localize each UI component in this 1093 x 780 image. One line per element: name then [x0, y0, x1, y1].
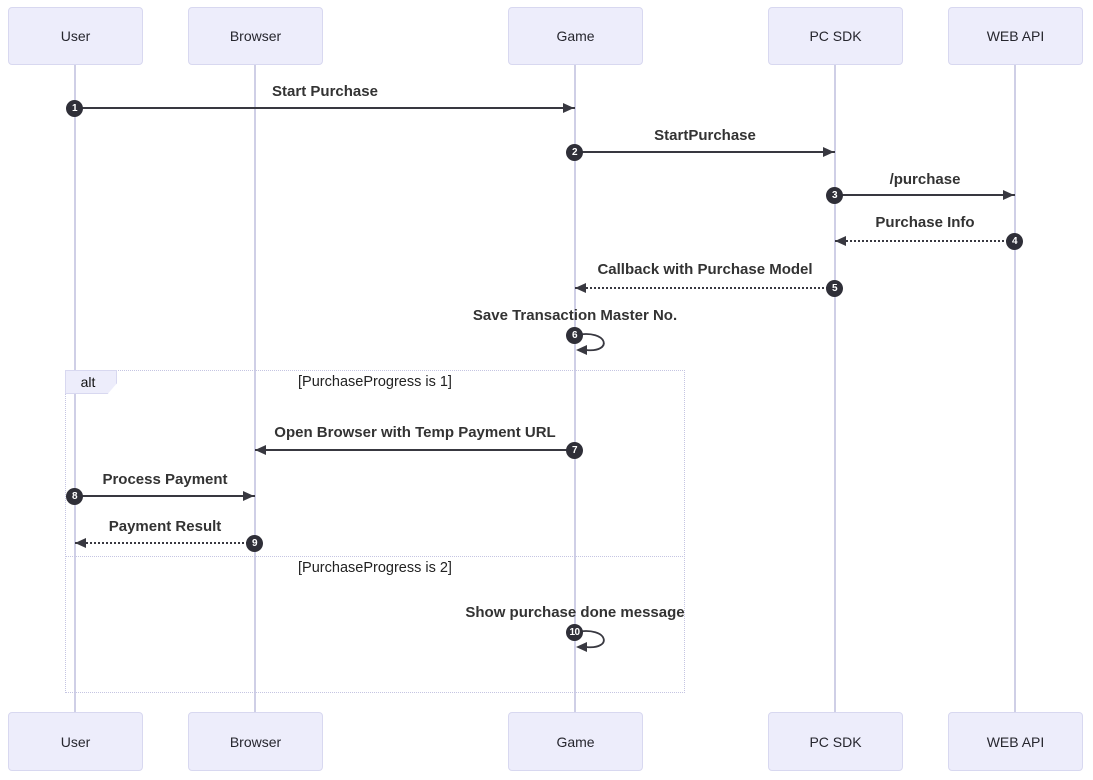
- message-3-line: [835, 194, 1015, 196]
- message-9-line: [75, 542, 255, 544]
- message-7-line: [255, 449, 575, 451]
- message-3-arrowhead: [1003, 190, 1014, 200]
- participant-web-api-top: WEB API: [948, 7, 1083, 65]
- participant-browser-bottom: Browser: [188, 712, 323, 771]
- message-5-line: [575, 287, 835, 289]
- participant-pc-sdk-top: PC SDK: [768, 7, 903, 65]
- participant-label: WEB API: [986, 28, 1045, 44]
- message-9-seq-badge: 9: [246, 535, 263, 552]
- message-5-seq-badge: 5: [826, 280, 843, 297]
- message-8-line: [75, 495, 255, 497]
- alt-condition-2: [PurchaseProgress is 2]: [298, 560, 452, 576]
- message-6-self-loop-arrow: [575, 333, 605, 355]
- lifeline-web-api: [1014, 65, 1016, 712]
- participant-label: User: [60, 28, 91, 44]
- lifeline-browser: [254, 65, 256, 712]
- alt-frame: [65, 370, 685, 693]
- message-7-arrowhead: [255, 445, 266, 455]
- message-7-label: Open Browser with Temp Payment URL: [274, 424, 556, 441]
- message-2-arrowhead: [823, 147, 834, 157]
- participant-game-top: Game: [508, 7, 643, 65]
- participant-game-bottom: Game: [508, 712, 643, 771]
- message-4-line: [835, 240, 1015, 242]
- alt-condition-1: [PurchaseProgress is 1]: [298, 374, 452, 390]
- participant-label: User: [60, 733, 91, 750]
- alt-divider: [65, 556, 685, 557]
- message-5-label: Callback with Purchase Model: [597, 261, 813, 278]
- message-1-label: Start Purchase: [272, 83, 378, 100]
- message-4-seq-badge: 4: [1006, 233, 1023, 250]
- message-5-arrowhead: [575, 283, 586, 293]
- message-8-label: Process Payment: [102, 471, 228, 488]
- message-10-self-loop-arrow: [575, 630, 605, 652]
- message-9-label: Payment Result: [108, 518, 222, 535]
- message-3-seq-badge: 3: [826, 187, 843, 204]
- message-1-line: [75, 107, 575, 109]
- lifeline-pc-sdk: [834, 65, 836, 712]
- message-6-seq-badge: 6: [566, 327, 583, 344]
- participant-label: Browser: [229, 28, 282, 44]
- message-4-arrowhead: [835, 236, 846, 246]
- participant-label: WEB API: [986, 733, 1045, 750]
- message-8-arrowhead: [243, 491, 254, 501]
- participant-label: PC SDK: [809, 28, 862, 44]
- message-8-seq-badge: 8: [66, 488, 83, 505]
- message-1-arrowhead: [563, 103, 574, 113]
- message-1-seq-badge: 1: [66, 100, 83, 117]
- alt-label-text: alt: [80, 374, 96, 390]
- participant-label: Game: [556, 733, 595, 750]
- message-7-seq-badge: 7: [566, 442, 583, 459]
- participant-pc-sdk-bottom: PC SDK: [768, 712, 903, 771]
- message-3-label: /purchase: [889, 171, 961, 188]
- message-10-label: Show purchase done message: [465, 604, 685, 621]
- participant-browser-top: Browser: [188, 7, 323, 65]
- participant-user-top: User: [8, 7, 143, 65]
- message-10-seq-badge: 10: [566, 624, 583, 641]
- message-9-arrowhead: [75, 538, 86, 548]
- participant-web-api-bottom: WEB API: [948, 712, 1083, 771]
- participant-label: Browser: [229, 733, 282, 750]
- message-6-label: Save Transaction Master No.: [472, 307, 678, 324]
- alt-label: alt: [65, 370, 117, 394]
- participant-label: Game: [556, 28, 595, 44]
- participant-user-bottom: User: [8, 712, 143, 771]
- message-2-label: StartPurchase: [654, 127, 756, 144]
- message-2-line: [575, 151, 835, 153]
- lifeline-game: [574, 65, 576, 712]
- participant-label: PC SDK: [809, 733, 862, 750]
- message-2-seq-badge: 2: [566, 144, 583, 161]
- message-4-label: Purchase Info: [875, 214, 975, 231]
